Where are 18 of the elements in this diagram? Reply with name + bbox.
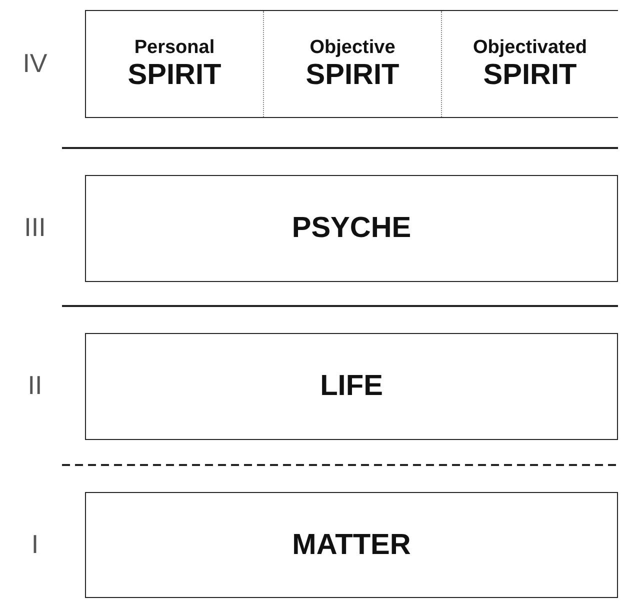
level-box (85, 333, 618, 440)
level-numeral: I (30, 529, 40, 560)
level-title: SPIRIT (483, 58, 577, 92)
level-subtitle: Objectivated (472, 36, 588, 58)
level-title: MATTER (292, 528, 411, 562)
level-numeral: II (26, 370, 44, 401)
level-numeral: III (23, 212, 47, 243)
level-box (85, 10, 618, 118)
level-title: SPIRIT (306, 58, 400, 92)
level-box (85, 492, 618, 598)
level-title: PSYCHE (292, 212, 412, 245)
level-subtitle: Objective (310, 36, 396, 58)
level-section (441, 11, 618, 117)
level-box (85, 175, 618, 282)
level-title: LIFE (320, 370, 383, 403)
level-numeral: IV (22, 48, 48, 79)
level-subtitle: Personal (134, 36, 215, 58)
level-title: SPIRIT (128, 58, 222, 92)
